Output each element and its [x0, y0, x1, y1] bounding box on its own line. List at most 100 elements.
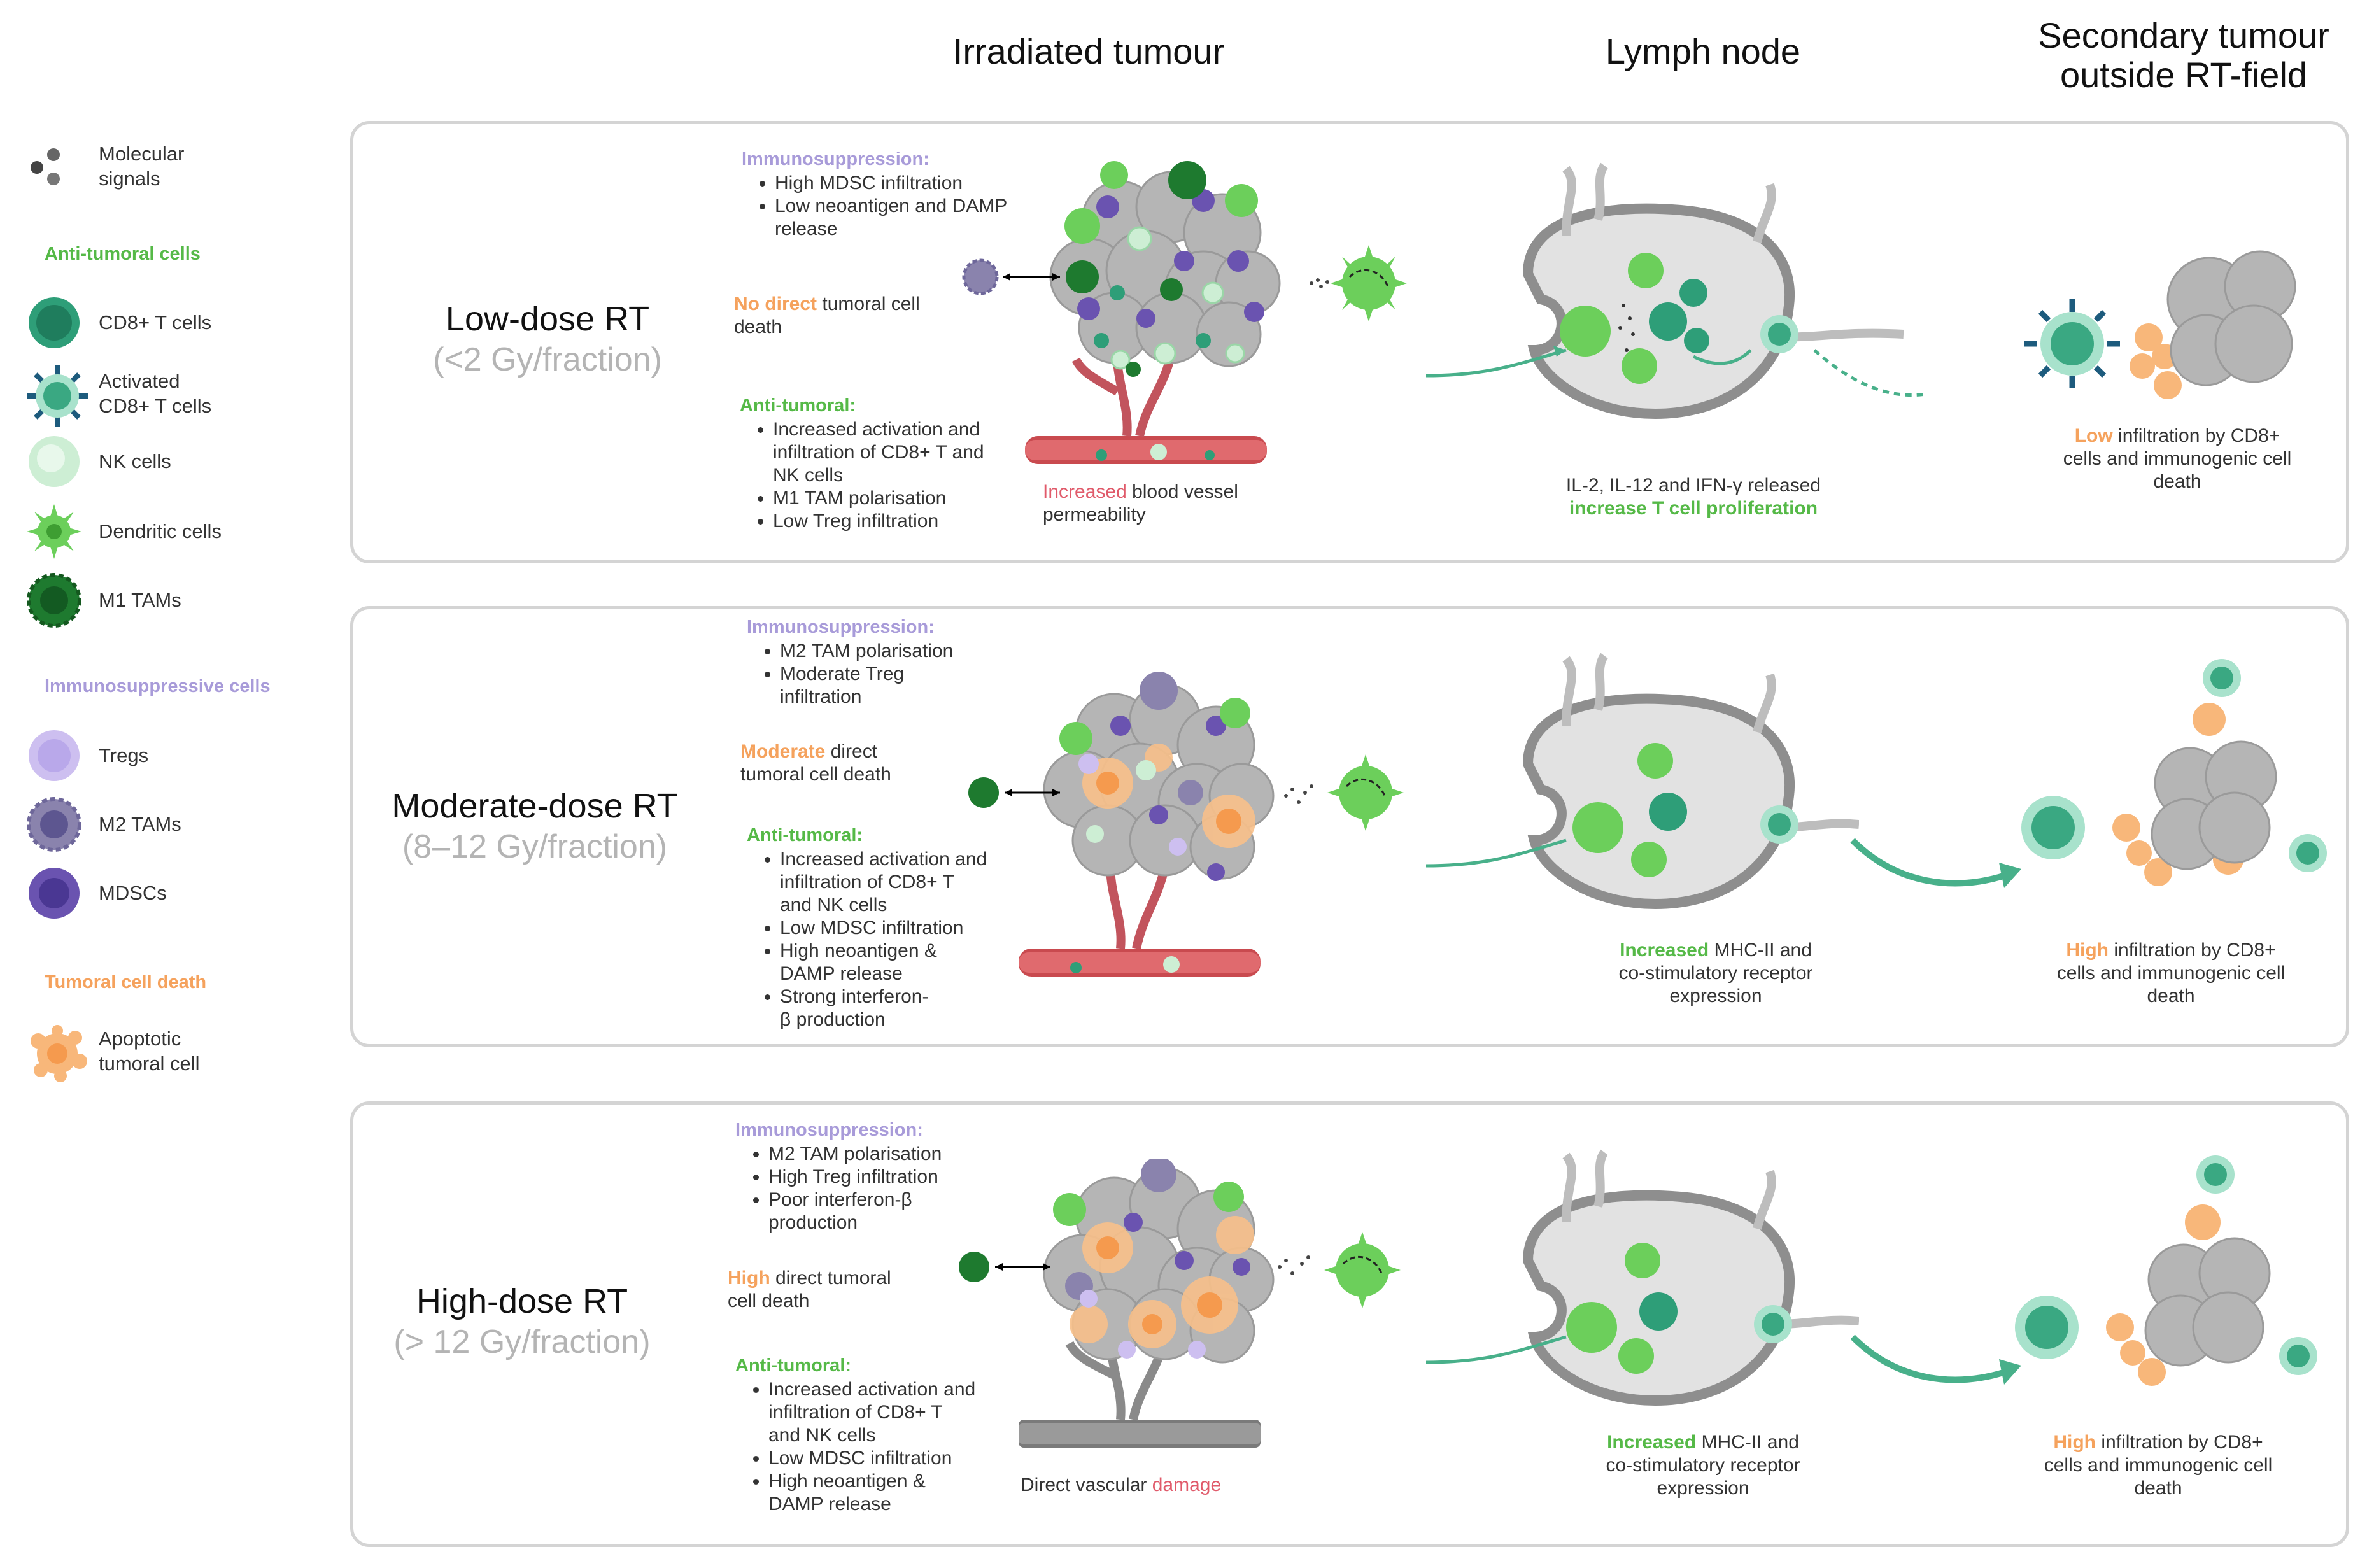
low-tumour-illustration [962, 161, 1407, 464]
low-lymph-node-illustration [1425, 162, 1923, 420]
high-anti-item: High neoantigen & DAMP release [768, 1470, 928, 1516]
high-immuno-header: Immunosuppression: [735, 1120, 923, 1140]
moderate-tumour-illustration [968, 672, 1404, 977]
low-immuno-item: Low neoantigen and DAMP release [775, 195, 1009, 241]
low-anti-item: Low Treg infiltration [773, 510, 1007, 533]
low-anti-header: Anti-tumoral: [740, 395, 856, 416]
col-header-irradiated: Irradiated tumour [952, 31, 1225, 71]
molecular-signals-icon [31, 148, 60, 185]
legend-nk-label: NK cells [99, 450, 171, 472]
high-tumour-illustration [959, 1159, 1401, 1448]
moderate-dose-subtitle: (8–12 Gy/fraction) [402, 828, 668, 865]
low-secondary-illustration [2024, 250, 2296, 399]
high-immuno-block: Immunosuppression: M2 TAM polarisation H… [735, 1119, 1003, 1234]
col-header-secondary: Secondary tumour outside RT-field [2005, 16, 2362, 94]
high-anti-item: Low MDSC infiltration [768, 1447, 977, 1470]
legend-activated-cd8: Activated CD8+ T cells [25, 364, 318, 434]
legend-tregs: Tregs [25, 727, 318, 797]
low-secondary-rest: infiltration by CD8+ cells and immunogen… [2063, 425, 2292, 492]
low-vessel-rest: blood vessel permeability [1043, 481, 1238, 525]
nk-cell-icon [29, 436, 80, 487]
moderate-anti-item: Increased activation and infiltration of… [780, 848, 989, 917]
moderate-dose-title: Moderate-dose RT [392, 787, 678, 825]
high-immuno-item: Poor interferon-β production [768, 1189, 928, 1234]
moderate-immuno-item: M2 TAM polarisation [780, 640, 1014, 663]
moderate-lymph-highlight: Increased [1620, 940, 1709, 961]
legend-dendritic: Dendritic cells [25, 503, 318, 573]
activated-cd8-icon [27, 365, 88, 427]
moderate-immuno-item: Moderate Treg infiltration [780, 663, 926, 709]
high-death-highlight: High [728, 1268, 770, 1289]
legend-cd8: CD8+ T cells [25, 294, 318, 364]
high-secondary-illustration [2015, 1155, 2317, 1386]
moderate-immuno-header: Immunosuppression: [747, 617, 935, 637]
high-anti-header: Anti-tumoral: [735, 1355, 852, 1376]
moderate-secondary-rest: infiltration by CD8+ cells and immunogen… [2056, 940, 2286, 1006]
legend-immunosuppressive-header: Immunosuppressive cells [45, 676, 271, 696]
cd8-t-cell-icon [29, 297, 80, 348]
high-immuno-item: M2 TAM polarisation [768, 1143, 1003, 1166]
legend-tregs-label: Tregs [99, 744, 149, 766]
moderate-death-text: Moderate direct tumoral cell death [740, 740, 925, 786]
low-lymph-line1: IL-2, IL-12 and IFN-γ released [1565, 475, 1821, 496]
high-death-text: High direct tumoral cell death [728, 1267, 912, 1313]
moderate-death-highlight: Moderate [740, 741, 826, 762]
col-header-lymph: Lymph node [1605, 31, 1801, 71]
legend-molecular-label: Molecular signals [99, 143, 185, 190]
high-lymph-rest: MHC-II and co-stimulatory receptor expre… [1606, 1432, 1800, 1499]
high-anti-item: Increased activation and infiltration of… [768, 1378, 977, 1447]
high-secondary-rest: infiltration by CD8+ cells and immunogen… [2044, 1432, 2273, 1499]
moderate-anti-header: Anti-tumoral: [747, 825, 863, 845]
high-lymph-text: Increased MHC-II and co-stimulatory rece… [1598, 1431, 1808, 1500]
high-vessel-rest: Direct vascular [1021, 1474, 1152, 1495]
low-anti-item: M1 TAM polarisation [773, 487, 1007, 510]
high-immuno-item: High Treg infiltration [768, 1166, 1003, 1189]
low-dose-title: Low-dose RT [445, 300, 650, 338]
high-dose-subtitle: (> 12 Gy/fraction) [393, 1324, 651, 1360]
legend-mdsc-label: MDSCs [99, 882, 167, 904]
moderate-anti-item: Strong interferon-β production [780, 985, 939, 1031]
high-anti-block: Anti-tumoral: Increased activation and i… [735, 1355, 977, 1516]
moderate-lymph-rest: MHC-II and co-stimulatory receptor expre… [1618, 940, 1813, 1006]
moderate-lymph-node-illustration [1425, 653, 1859, 910]
low-secondary-text: Low infiltration by CD8+ cells and immun… [2056, 425, 2298, 493]
legend-m1: M1 TAMs [25, 572, 318, 642]
high-secondary-text: High infiltration by CD8+ cells and immu… [2044, 1431, 2273, 1500]
moderate-secondary-text: High infiltration by CD8+ cells and immu… [2056, 939, 2286, 1008]
treg-icon [29, 730, 80, 781]
moderate-death-rest: direct tumoral cell death [740, 741, 891, 785]
panel-low-dose [350, 121, 2349, 563]
m2-tam-icon [27, 797, 81, 852]
col-header-secondary-line1: Secondary tumour [2038, 15, 2329, 55]
legend-dendritic-label: Dendritic cells [99, 520, 222, 542]
low-immuno-item: High MDSC infiltration [775, 172, 1009, 195]
high-death-rest: direct tumoral cell death [728, 1268, 891, 1311]
high-vessel-text: Direct vascular damage [1021, 1474, 1275, 1497]
low-immuno-header: Immunosuppression: [742, 149, 929, 169]
high-dose-title: High-dose RT [416, 1282, 628, 1320]
dendritic-cell-icon [27, 504, 81, 559]
low-immuno-block: Immunosuppression: High MDSC infiltratio… [742, 148, 1009, 241]
legend-cd8-label: CD8+ T cells [99, 311, 212, 334]
low-secondary-highlight: Low [2074, 425, 2113, 446]
moderate-anti-block: Anti-tumoral: Increased activation and i… [747, 824, 989, 1031]
low-vessel-text: Increased blood vessel permeability [1043, 481, 1253, 526]
moderate-lymph-text: Increased MHC-II and co-stimulatory rece… [1611, 939, 1821, 1008]
low-death-highlight: No direct [734, 293, 817, 314]
moderate-anti-item: Low MDSC infiltration [780, 917, 989, 940]
low-anti-block: Anti-tumoral: Increased activation and i… [740, 395, 1007, 533]
moderate-immuno-block: Immunosuppression: M2 TAM polarisation M… [747, 616, 1014, 709]
legend-m2: M2 TAMs [25, 796, 318, 866]
legend-apoptotic-label: Apoptotic tumoral cell [99, 1028, 200, 1075]
legend-activated-cd8-label: Activated CD8+ T cells [99, 370, 212, 417]
low-lymph-line2: increase T cell proliferation [1569, 498, 1818, 519]
high-secondary-highlight: High [2053, 1432, 2096, 1453]
mdsc-icon [29, 868, 80, 919]
legend-m1-label: M1 TAMs [99, 589, 181, 611]
legend-apoptotic: Apoptotic tumoral cell [25, 1022, 318, 1092]
moderate-secondary-illustration [2021, 659, 2327, 886]
legend-m2-label: M2 TAMs [99, 813, 181, 835]
low-anti-item: Increased activation and infiltration of… [773, 418, 1007, 487]
legend-molecular: Molecular signals [25, 137, 318, 207]
high-arrow [1850, 1334, 2021, 1385]
